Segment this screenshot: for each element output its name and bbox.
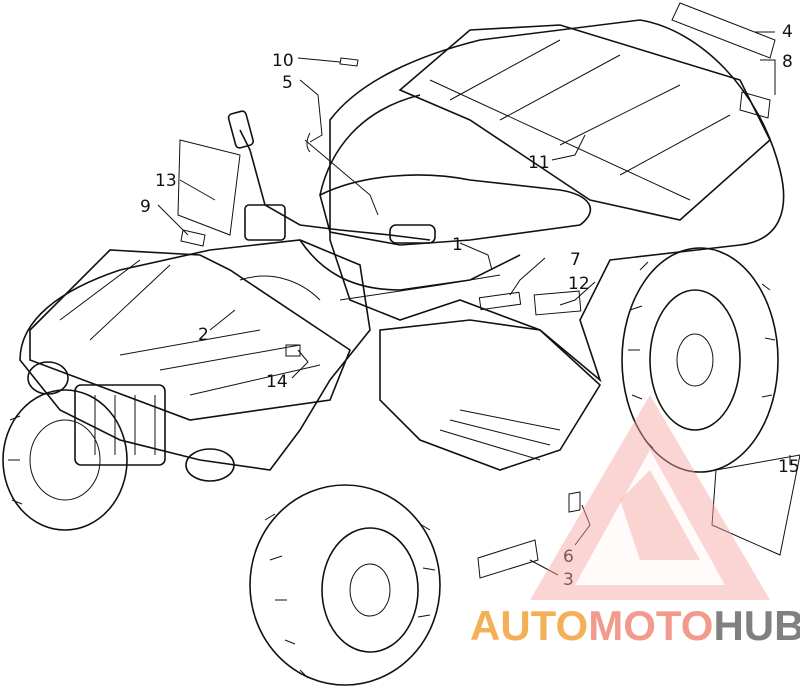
- callout-15: 15: [778, 457, 800, 477]
- callout-5: 5: [282, 73, 293, 93]
- callout-6: 6: [563, 547, 574, 567]
- decal-5: [306, 132, 311, 153]
- watermark-hub: HUB: [713, 602, 800, 649]
- callout-14: 14: [266, 372, 288, 392]
- callout-9: 9: [140, 197, 151, 217]
- decal-shapes: [177, 2, 800, 579]
- svg-text:AUTOMOTOHUB: AUTOMOTOHUB: [470, 602, 800, 649]
- callout-10: 10: [272, 51, 294, 71]
- decal-13: [177, 139, 241, 236]
- decal-4: [671, 2, 776, 59]
- callout-3: 3: [563, 570, 574, 590]
- watermark: AUTOMOTOHUB: [470, 395, 800, 649]
- callout-13: 13: [155, 171, 177, 191]
- decal-6: [568, 491, 581, 513]
- callout-8: 8: [782, 52, 793, 72]
- callout-1: 1: [452, 235, 463, 255]
- decal-9: [180, 229, 206, 247]
- decal-15: [711, 454, 800, 556]
- callout-labels: 4 8 10 5 11 13 9 1 7 12 2 14 15 6 3: [140, 22, 800, 590]
- callout-12: 12: [568, 274, 590, 294]
- watermark-moto: MOTO: [588, 602, 713, 649]
- atv-illustration: [2, 19, 785, 686]
- decal-8: [739, 91, 771, 119]
- watermark-logo: [530, 395, 770, 600]
- watermark-auto: AUTO: [470, 602, 588, 649]
- callout-11: 11: [528, 153, 550, 173]
- callout-2: 2: [198, 325, 209, 345]
- callout-7: 7: [570, 250, 581, 270]
- decal-10: [339, 57, 359, 67]
- leader-lines: [157, 31, 791, 576]
- decal-14: [285, 344, 301, 357]
- decal-3: [477, 539, 539, 579]
- callout-4: 4: [782, 22, 793, 42]
